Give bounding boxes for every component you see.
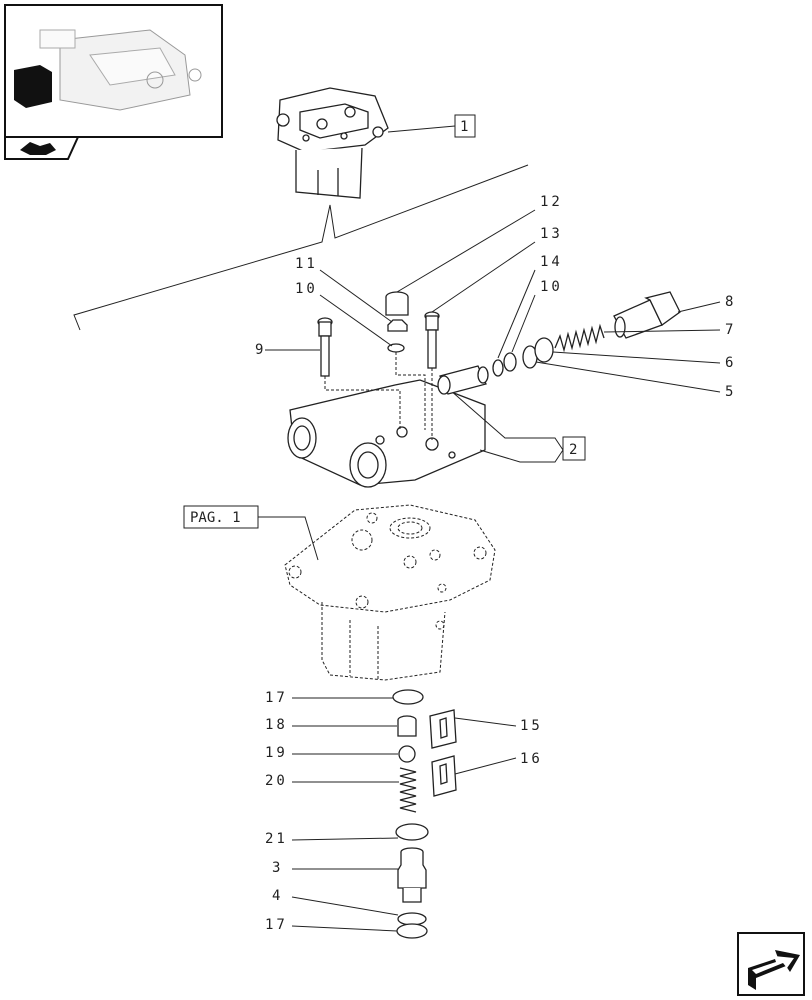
- callout-3: 3: [272, 860, 283, 876]
- page-reference-box: PAG. 1: [190, 510, 241, 526]
- assembly-thumbnail-icon: [14, 29, 202, 111]
- seat-18: [397, 715, 417, 737]
- next-page-arrow-icon: [748, 950, 800, 990]
- callout-15: 15: [520, 718, 543, 734]
- callout-8: 8: [725, 294, 736, 310]
- callout-11: 11: [295, 256, 318, 272]
- callout-17-upper: 17: [265, 690, 288, 706]
- clip-16: [431, 755, 457, 797]
- oring-10: [503, 352, 517, 372]
- callout-13: 13: [540, 226, 563, 242]
- callout-21: 21: [265, 831, 288, 847]
- oring-17-lower: [396, 923, 428, 939]
- thumbnail-panel[interactable]: [4, 4, 223, 160]
- spool-2: [437, 365, 489, 395]
- nut-11: [387, 319, 408, 332]
- callout-19: 19: [265, 745, 288, 761]
- callout-20: 20: [265, 773, 288, 789]
- clip-15: [429, 709, 457, 749]
- oring-4: [397, 912, 427, 926]
- bolt-9: [317, 317, 333, 377]
- oring-17-upper: [392, 689, 424, 705]
- ring-14: [492, 359, 504, 377]
- oring-21: [395, 823, 429, 841]
- ball-19: [398, 745, 416, 763]
- spring-20: [399, 767, 417, 813]
- callout-10-right: 10: [540, 279, 563, 295]
- callout-4: 4: [272, 888, 283, 904]
- callout-5: 5: [725, 384, 736, 400]
- plug-3: [397, 847, 427, 903]
- plug-12: [385, 291, 409, 316]
- bolt-13: [424, 311, 440, 369]
- next-page-button[interactable]: [737, 932, 805, 996]
- callout-box-2: 2: [569, 442, 577, 458]
- oring-6: [534, 337, 554, 363]
- callout-12: 12: [540, 194, 563, 210]
- callout-7: 7: [725, 322, 736, 338]
- valve-body-middle: [287, 379, 486, 488]
- callout-18: 18: [265, 717, 288, 733]
- valve-assembly-top: [276, 87, 389, 199]
- callout-6: 6: [725, 355, 736, 371]
- housing-reference: [284, 504, 496, 681]
- callout-9: 9: [255, 342, 266, 358]
- spring-7: [554, 323, 605, 353]
- callout-14: 14: [540, 254, 563, 270]
- callout-16: 16: [520, 751, 543, 767]
- callout-box-1: 1: [460, 119, 468, 135]
- callout-17-lower: 17: [265, 917, 288, 933]
- hand-pointer-icon[interactable]: [20, 142, 56, 155]
- callout-10-left: 10: [295, 281, 318, 297]
